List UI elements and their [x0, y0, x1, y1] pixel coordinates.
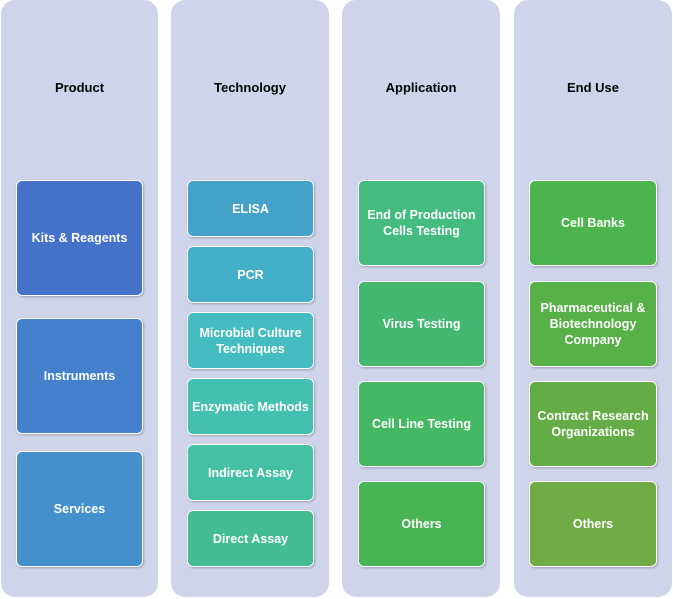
box-contract-research: Contract Research Organizations [529, 381, 657, 467]
box-end-use-others: Others [529, 481, 657, 567]
column-product: Product Kits & Reagents Instruments Serv… [1, 0, 158, 597]
box-end-of-production: End of Production Cells Testing [358, 180, 485, 266]
box-virus-testing: Virus Testing [358, 281, 485, 367]
column-title-technology: Technology [214, 80, 286, 95]
column-title-end-use: End Use [566, 80, 619, 95]
box-direct-assay: Direct Assay [187, 510, 314, 567]
box-indirect-assay: Indirect Assay [187, 444, 314, 501]
box-enzymatic-methods: Enzymatic Methods [187, 378, 314, 435]
box-microbial-culture: Microbial Culture Techniques [187, 312, 314, 369]
box-elisa: ELISA [187, 180, 314, 237]
box-cell-banks: Cell Banks [529, 180, 657, 266]
box-cell-line-testing: Cell Line Testing [358, 381, 485, 467]
column-title-product: Product [54, 80, 105, 95]
box-pharma-biotech: Pharmaceutical & Biotechnology Company [529, 281, 657, 367]
box-kits-reagents: Kits & Reagents [16, 180, 143, 296]
box-services: Services [16, 451, 143, 567]
column-application: Application End of Production Cells Test… [342, 0, 500, 597]
column-title-application: Application [385, 80, 457, 95]
box-pcr: PCR [187, 246, 314, 303]
box-instruments: Instruments [16, 318, 143, 434]
column-end-use: End Use Cell Banks Pharmaceutical & Biot… [514, 0, 672, 597]
column-technology: Technology ELISA PCR Microbial Culture T… [171, 0, 329, 597]
box-application-others: Others [358, 481, 485, 567]
